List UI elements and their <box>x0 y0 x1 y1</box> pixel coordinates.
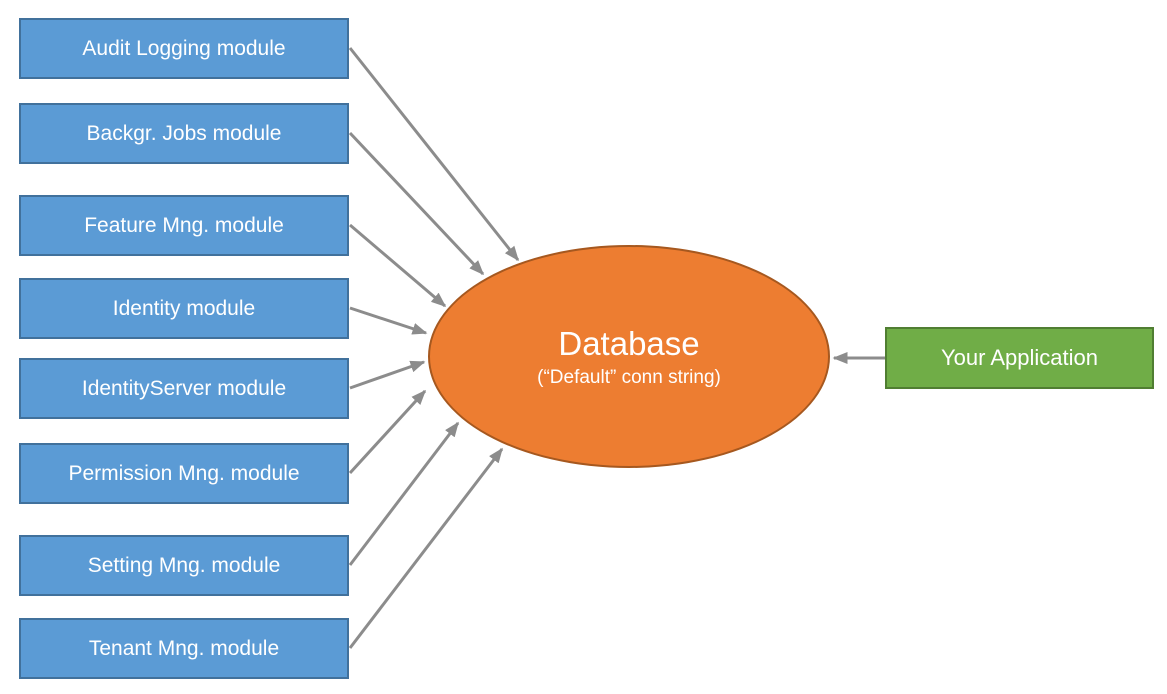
arrow-module-8-to-database <box>348 447 504 649</box>
arrow-module-1-to-database <box>348 47 520 262</box>
arrow-module-4-to-database <box>349 306 428 335</box>
arrow-module-3-to-database <box>349 223 447 308</box>
arrow-module-2-to-database <box>348 131 485 276</box>
module-box-audit-logging-module: Audit Logging module <box>19 18 349 79</box>
module-box-feature-mng-module: Feature Mng. module <box>19 195 349 256</box>
arrow-module-7-to-database <box>348 421 460 566</box>
database-ellipse: Database (“Default” conn string) <box>428 245 830 468</box>
database-title: Database <box>558 324 700 362</box>
your-application-label: Your Application <box>941 345 1098 370</box>
database-subtitle: (“Default” conn string) <box>537 367 721 389</box>
arrow-module-6-to-database <box>348 389 427 475</box>
arrow-module-5-to-database <box>349 360 426 390</box>
module-box-setting-mng-module: Setting Mng. module <box>19 535 349 596</box>
module-box-tenant-mng-module: Tenant Mng. module <box>19 618 349 679</box>
module-box-permission-mng-module: Permission Mng. module <box>19 443 349 504</box>
module-box-identity-module: Identity module <box>19 278 349 339</box>
module-box-identityserver-module: IdentityServer module <box>19 358 349 419</box>
your-application-box: Your Application <box>885 327 1154 389</box>
module-box-backgr-jobs-module: Backgr. Jobs module <box>19 103 349 164</box>
